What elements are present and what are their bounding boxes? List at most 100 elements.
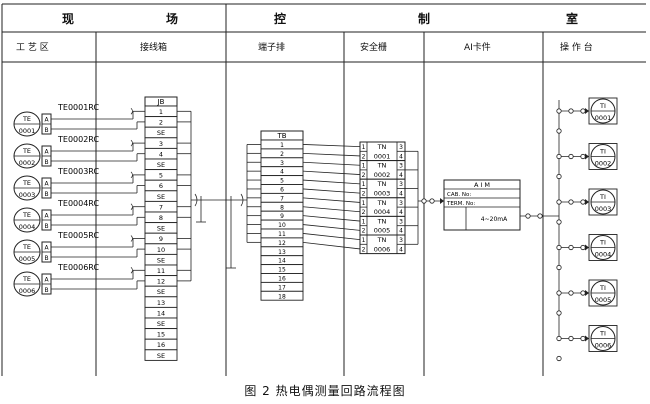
sensor-tag: TE0006RC xyxy=(57,263,99,272)
header-top-3: 控 xyxy=(274,11,286,26)
shield-mark xyxy=(130,267,133,274)
tb-cell-label: 16 xyxy=(278,276,286,283)
jb-cell-label: 14 xyxy=(157,309,165,317)
node-circle xyxy=(556,310,562,316)
barrier-name: TN xyxy=(377,162,387,170)
aim-cab: CAB. No: xyxy=(447,192,471,198)
barrier-name: TN xyxy=(377,199,387,207)
sensor-number: 0006 xyxy=(19,287,36,295)
jb-cell-label: SE xyxy=(157,193,165,201)
terminal-b: B xyxy=(44,191,48,198)
tb-cell-label: 18 xyxy=(278,293,286,300)
aim-signal: 4~20mA xyxy=(481,216,508,223)
sensor-tag: TE0004RC xyxy=(57,199,99,208)
jb-cell-label: 6 xyxy=(159,182,163,190)
barrier-number: 0005 xyxy=(374,227,391,235)
tb-cell-label: 6 xyxy=(280,187,284,194)
terminal-a: A xyxy=(44,117,49,124)
indicator-number: 0004 xyxy=(595,251,612,259)
node-circle xyxy=(580,199,586,205)
wire-tb-barrier xyxy=(302,233,361,241)
indicator-label: TI xyxy=(599,330,606,338)
sensor-label: TE xyxy=(22,179,31,187)
barrier-out-bottom: 4 xyxy=(399,246,403,253)
barrier-in-top: 1 xyxy=(362,200,366,207)
barrier-out-top: 3 xyxy=(399,200,403,207)
barrier-name: TN xyxy=(377,143,387,151)
indicator-label: TI xyxy=(599,239,606,247)
shield-mark xyxy=(130,235,133,242)
node-circle xyxy=(568,290,574,296)
sensor-tag: TE0002RC xyxy=(57,135,99,144)
sensor-number: 0005 xyxy=(19,255,36,263)
jb-cell-label: SE xyxy=(157,256,165,264)
aim-term: TERM. No: xyxy=(446,201,475,207)
tb-cell-label: 4 xyxy=(280,169,284,176)
wire-tb-barrier xyxy=(302,144,361,148)
terminal-b: B xyxy=(44,255,48,262)
jb-cell-label: 3 xyxy=(159,140,163,148)
wire-tb-barrier xyxy=(302,170,361,175)
jb-cell-label: SE xyxy=(157,288,165,296)
jb-cell-label: 8 xyxy=(159,214,163,222)
tb-cell-label: 14 xyxy=(278,258,286,265)
sensor-tag: TE0005RC xyxy=(57,231,99,240)
node-circle xyxy=(537,213,543,219)
indicator-4: TI 0004 xyxy=(588,234,618,261)
barrier-number: 0001 xyxy=(374,152,391,160)
barrier-in-top: 1 xyxy=(362,181,366,188)
indicator-label: TI xyxy=(599,102,606,110)
shield-mark xyxy=(130,139,133,147)
node-circle xyxy=(556,244,562,251)
barrier-name: TN xyxy=(377,180,387,188)
section-junction-box: 接线箱 xyxy=(140,41,167,53)
tb-cell-label: 10 xyxy=(278,222,286,229)
node-circle xyxy=(556,355,562,362)
terminal-a: A xyxy=(44,213,49,220)
jb-cell-label: 11 xyxy=(157,267,165,275)
wire-tb-barrier xyxy=(302,241,361,250)
jb-cell-label: SE xyxy=(157,129,165,137)
terminal-b: B xyxy=(44,287,48,294)
jb-cell-label: SE xyxy=(157,161,165,169)
terminal-a: A xyxy=(44,181,49,188)
terminal-a: A xyxy=(44,149,49,156)
node-circle xyxy=(568,244,574,251)
barrier-out-bottom: 4 xyxy=(399,172,403,179)
arrow-head xyxy=(585,108,589,114)
node-circle xyxy=(568,108,574,114)
section-process: 工 艺 区 xyxy=(16,42,49,53)
node-circle xyxy=(421,198,427,204)
indicator-number: 0001 xyxy=(595,114,612,122)
barrier-number: 0002 xyxy=(374,171,391,179)
indicator-number: 0003 xyxy=(595,205,612,213)
tb-cell-label: 11 xyxy=(278,231,286,238)
section-barrier: 安全栅 xyxy=(360,41,387,53)
barrier-in-top: 1 xyxy=(362,163,366,170)
node-circle xyxy=(556,173,562,180)
arrow-head xyxy=(585,244,589,251)
wire-tb-barrier xyxy=(302,188,361,194)
arrow-head xyxy=(585,153,589,160)
indicator-2: TI 0002 xyxy=(588,143,618,170)
sensor-number: 0001 xyxy=(19,127,36,135)
node-circle xyxy=(556,153,562,160)
tb-cell-label: 13 xyxy=(278,249,286,256)
wire-tb-barrier xyxy=(302,224,361,231)
section-ai-card: AI卡件 xyxy=(464,41,491,53)
barrier-out-bottom: 4 xyxy=(399,209,403,216)
sensor-label: TE xyxy=(22,243,31,251)
indicator-label: TI xyxy=(599,148,606,156)
indicator-number: 0002 xyxy=(595,160,612,168)
arrow-head xyxy=(585,335,589,342)
